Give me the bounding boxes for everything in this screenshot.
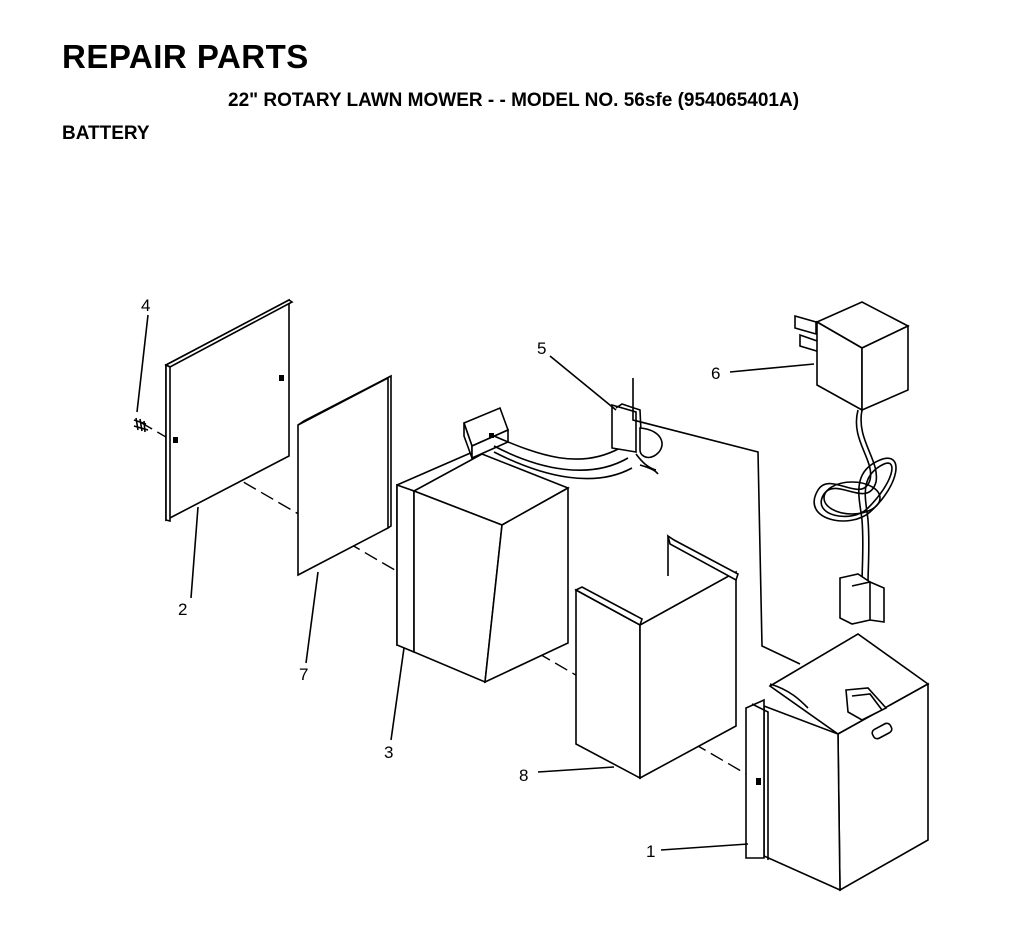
part-5-wire-harness [493,403,663,480]
section-heading: BATTERY [62,123,150,144]
part-8-insulator-sleeve [574,534,739,780]
callout-3: 3 [384,743,393,762]
part-1-battery-box [745,633,930,892]
callout-8: 8 [519,766,528,785]
page-title: REPAIR PARTS [62,38,309,75]
callout-4: 4 [141,296,150,315]
part-2-cover-plate [164,298,294,523]
part-7-foam-pad [297,374,392,577]
callout-2: 2 [178,600,187,619]
callout-7: 7 [299,665,308,684]
callout-leaders [136,314,815,851]
part-6-charger [794,301,910,625]
housing-back-outline [632,378,801,665]
callout-5: 5 [537,339,546,358]
model-subtitle: 22" ROTARY LAWN MOWER - - MODEL NO. 56sf… [228,90,800,111]
callout-6: 6 [711,364,720,383]
part-4-screw [133,417,149,433]
callout-1: 1 [646,842,655,861]
part-3-battery [396,406,570,684]
